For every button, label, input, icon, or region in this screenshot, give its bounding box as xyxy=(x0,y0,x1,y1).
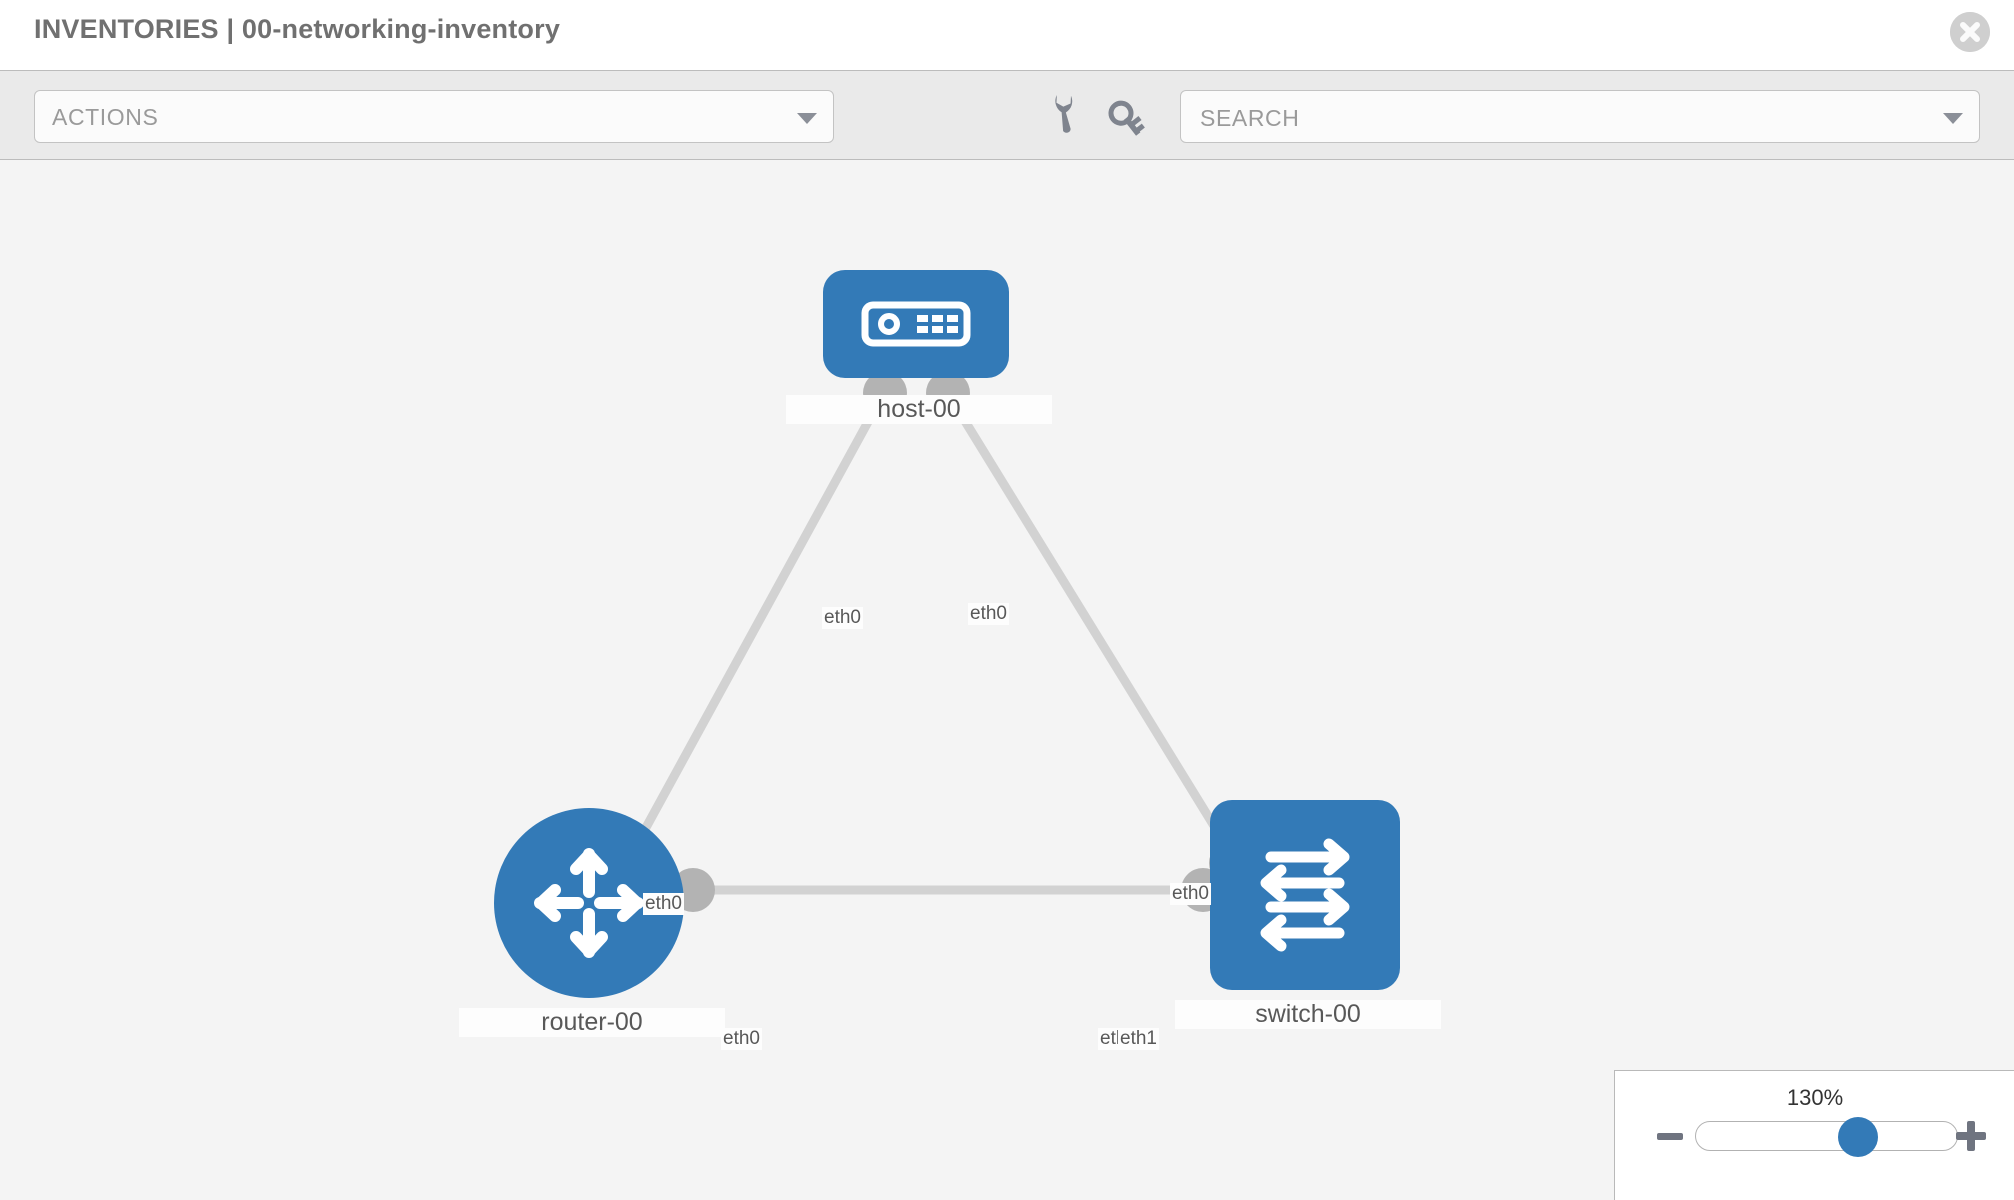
page-title: INVENTORIES | 00-networking-inventory xyxy=(34,14,561,44)
node-switch-00-label: switch-00 xyxy=(1175,1000,1441,1029)
zoom-percent-label: 130% xyxy=(1786,1085,1844,1110)
topology-canvas[interactable]: host-00 router-00 xyxy=(0,160,2014,1200)
interface-label: eth0 xyxy=(643,893,684,915)
actions-dropdown-label: ACTIONS xyxy=(52,104,159,130)
interface-label: eth0 xyxy=(1170,883,1211,905)
interface-label: eth0 xyxy=(721,1028,762,1050)
wrench-icon[interactable] xyxy=(1040,90,1086,136)
search-box[interactable] xyxy=(1180,90,1980,146)
router-icon xyxy=(534,848,644,958)
node-host-00-shape[interactable] xyxy=(823,270,1009,378)
key-icon[interactable] xyxy=(1108,90,1154,136)
chevron-down-icon[interactable] xyxy=(1943,113,1963,124)
page-header: INVENTORIES | 00-networking-inventory xyxy=(0,0,2014,70)
link-host00-router00[interactable] xyxy=(616,397,884,878)
toolbar: ACTIONS xyxy=(0,70,2014,160)
zoom-slider-track[interactable] xyxy=(1695,1117,1958,1157)
chevron-down-icon xyxy=(797,113,817,124)
close-icon[interactable] xyxy=(1950,12,1990,52)
interface-label: eth0 xyxy=(822,607,863,629)
interface-label: eth0 xyxy=(968,603,1009,625)
node-switch-00-shape[interactable] xyxy=(1210,800,1400,990)
minus-icon[interactable] xyxy=(1657,1133,1683,1140)
node-host-00[interactable]: host-00 xyxy=(786,270,1052,424)
switch-icon xyxy=(1260,838,1350,952)
zoom-control-panel: 130% xyxy=(1614,1070,2014,1200)
plus-icon[interactable] xyxy=(1956,1121,1986,1151)
node-router-00-label: router-00 xyxy=(459,1008,725,1037)
search-input[interactable] xyxy=(1198,91,1922,146)
server-icon xyxy=(861,301,971,347)
zoom-slider-thumb[interactable] xyxy=(1837,1117,1878,1157)
node-switch-00[interactable]: switch-00 xyxy=(1175,800,1441,1029)
interface-label: eth1 xyxy=(1118,1028,1159,1050)
link-host00-switch00[interactable] xyxy=(948,397,1239,863)
actions-dropdown[interactable]: ACTIONS xyxy=(34,90,834,143)
node-host-00-label: host-00 xyxy=(786,395,1052,424)
